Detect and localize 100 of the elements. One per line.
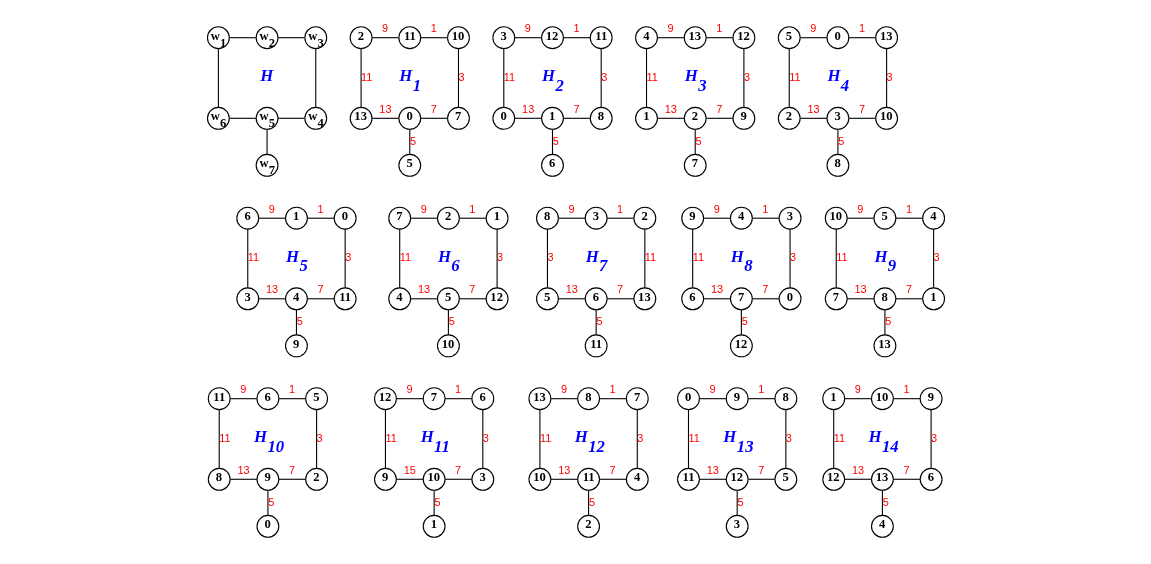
connector	[384, 409, 386, 469]
connector	[344, 228, 346, 289]
connector	[395, 398, 424, 400]
node-circle: 2	[777, 106, 801, 130]
node-circle: 6	[919, 467, 943, 491]
node-circle: 7	[422, 387, 446, 411]
connector	[698, 478, 727, 480]
node-circle: 11	[676, 467, 700, 491]
node-circle: 4	[387, 287, 411, 311]
edge-label: 7	[468, 283, 475, 296]
connector	[444, 478, 472, 480]
edge-label: 3	[600, 70, 607, 83]
node-circle: 1	[284, 206, 308, 230]
connector	[606, 217, 634, 219]
connector	[229, 478, 257, 480]
edge-label: 11	[360, 70, 372, 83]
connector	[846, 217, 874, 219]
connector	[747, 478, 775, 480]
connector	[835, 228, 837, 289]
connector	[395, 478, 424, 480]
node-circle: 11	[397, 26, 421, 50]
connector	[557, 298, 586, 300]
edge-label: 5	[588, 495, 595, 508]
edge-label: 9	[708, 383, 716, 396]
node-circle: 8	[576, 387, 600, 411]
node-circle: 1	[821, 387, 845, 411]
node-circle: 4	[625, 467, 649, 491]
edge-label: 3	[886, 70, 893, 83]
connector	[513, 117, 542, 119]
node-circle: 11	[333, 287, 357, 311]
edge-label: 11	[835, 251, 848, 264]
label: H	[259, 66, 273, 86]
node-circle: 0	[491, 106, 515, 130]
edge-label: 11	[539, 431, 551, 444]
node-circle: 10	[446, 26, 470, 50]
edge-label: 3	[457, 70, 465, 83]
node-circle: 3	[825, 106, 849, 130]
connector	[881, 489, 883, 516]
node-circle: 9	[284, 334, 308, 358]
node-circle: 13	[683, 26, 707, 50]
node-circle: 7	[625, 387, 649, 411]
connector	[747, 398, 775, 400]
node-circle: 13	[872, 334, 896, 358]
connector	[549, 478, 578, 480]
connector	[930, 409, 932, 469]
node-circle: 12	[373, 387, 397, 411]
node-circle: 10	[824, 206, 848, 230]
connector	[789, 228, 791, 289]
edge-label: 1	[572, 22, 580, 35]
node-circle: 6	[235, 206, 259, 230]
connector	[643, 228, 645, 289]
connector	[481, 409, 483, 469]
node-circle: 2	[683, 106, 707, 130]
connector	[705, 117, 733, 119]
edge-label: 5	[741, 315, 748, 328]
connector	[702, 298, 731, 300]
node-circle: 7	[683, 153, 707, 177]
node-circle: 5	[304, 387, 328, 411]
node-circle: 9	[373, 467, 397, 491]
connector	[702, 217, 731, 219]
node-circle: 3	[491, 26, 515, 50]
edge-label: 13	[417, 283, 430, 296]
connector	[557, 217, 586, 219]
edge-label: 5	[882, 495, 889, 508]
connector	[645, 48, 647, 108]
connector	[740, 309, 742, 336]
edge-label: 1	[454, 383, 461, 396]
node-circle: 12	[821, 467, 845, 491]
connector	[458, 298, 487, 300]
connector	[799, 117, 827, 119]
node-circle: 7	[729, 287, 753, 311]
node-circle: 1	[540, 106, 564, 130]
connector	[751, 217, 780, 219]
connector	[742, 48, 744, 108]
node-circle: 3	[470, 467, 494, 491]
node-circle: 11	[576, 467, 600, 491]
connector	[883, 309, 885, 336]
connector	[228, 117, 256, 119]
edge-label: 7	[316, 283, 324, 296]
connector	[444, 398, 472, 400]
connector	[277, 398, 306, 400]
node-circle: 0	[825, 26, 849, 50]
node-circle: 7	[387, 206, 411, 230]
node-circle: 12	[731, 26, 755, 50]
connector	[892, 478, 921, 480]
edge-label: 13	[706, 463, 719, 476]
edge-label: 5	[837, 134, 844, 147]
connector	[788, 48, 790, 108]
edge-label: 7	[288, 463, 295, 476]
node-circle: 1	[485, 206, 509, 230]
node-circle: 9	[255, 467, 279, 491]
node-circle: 12	[540, 26, 564, 50]
connector	[705, 37, 733, 39]
edge-label: 9	[809, 22, 816, 35]
connector	[306, 217, 335, 219]
node-circle: 8	[535, 206, 559, 230]
edge-label: 1	[609, 383, 616, 396]
edge-label: 13	[851, 463, 864, 476]
connector	[257, 298, 286, 300]
node-circle: 8	[207, 467, 231, 491]
